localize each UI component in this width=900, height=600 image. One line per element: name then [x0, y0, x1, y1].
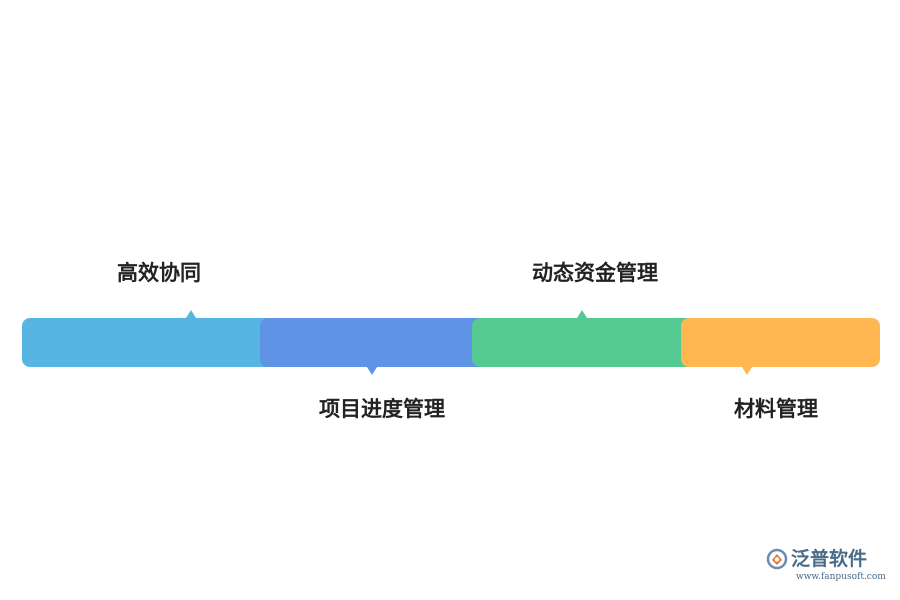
stage-label-4: 材料管理: [734, 397, 818, 421]
watermark-brand: 泛普软件: [791, 548, 868, 570]
stage-pointer-1: [186, 310, 196, 318]
stage-bar-2: [260, 318, 496, 367]
stage-bar-4: [681, 318, 880, 367]
stage-bar-3: [472, 318, 704, 367]
stage-label-1: 高效协同: [117, 261, 201, 285]
watermark-url: www.fanpusoft.com: [796, 572, 886, 582]
stage-pointer-3: [577, 310, 587, 318]
fanpu-logo-icon: [766, 548, 788, 570]
stage-pointer-2: [367, 367, 377, 375]
stage-pointer-4: [742, 367, 752, 375]
stage-bar-1: [22, 318, 284, 367]
stage-label-2: 项目进度管理: [319, 397, 445, 421]
watermark-logo: 泛普软件 www.fanpusoft.com: [766, 546, 890, 586]
stage-label-3: 动态资金管理: [532, 261, 658, 285]
